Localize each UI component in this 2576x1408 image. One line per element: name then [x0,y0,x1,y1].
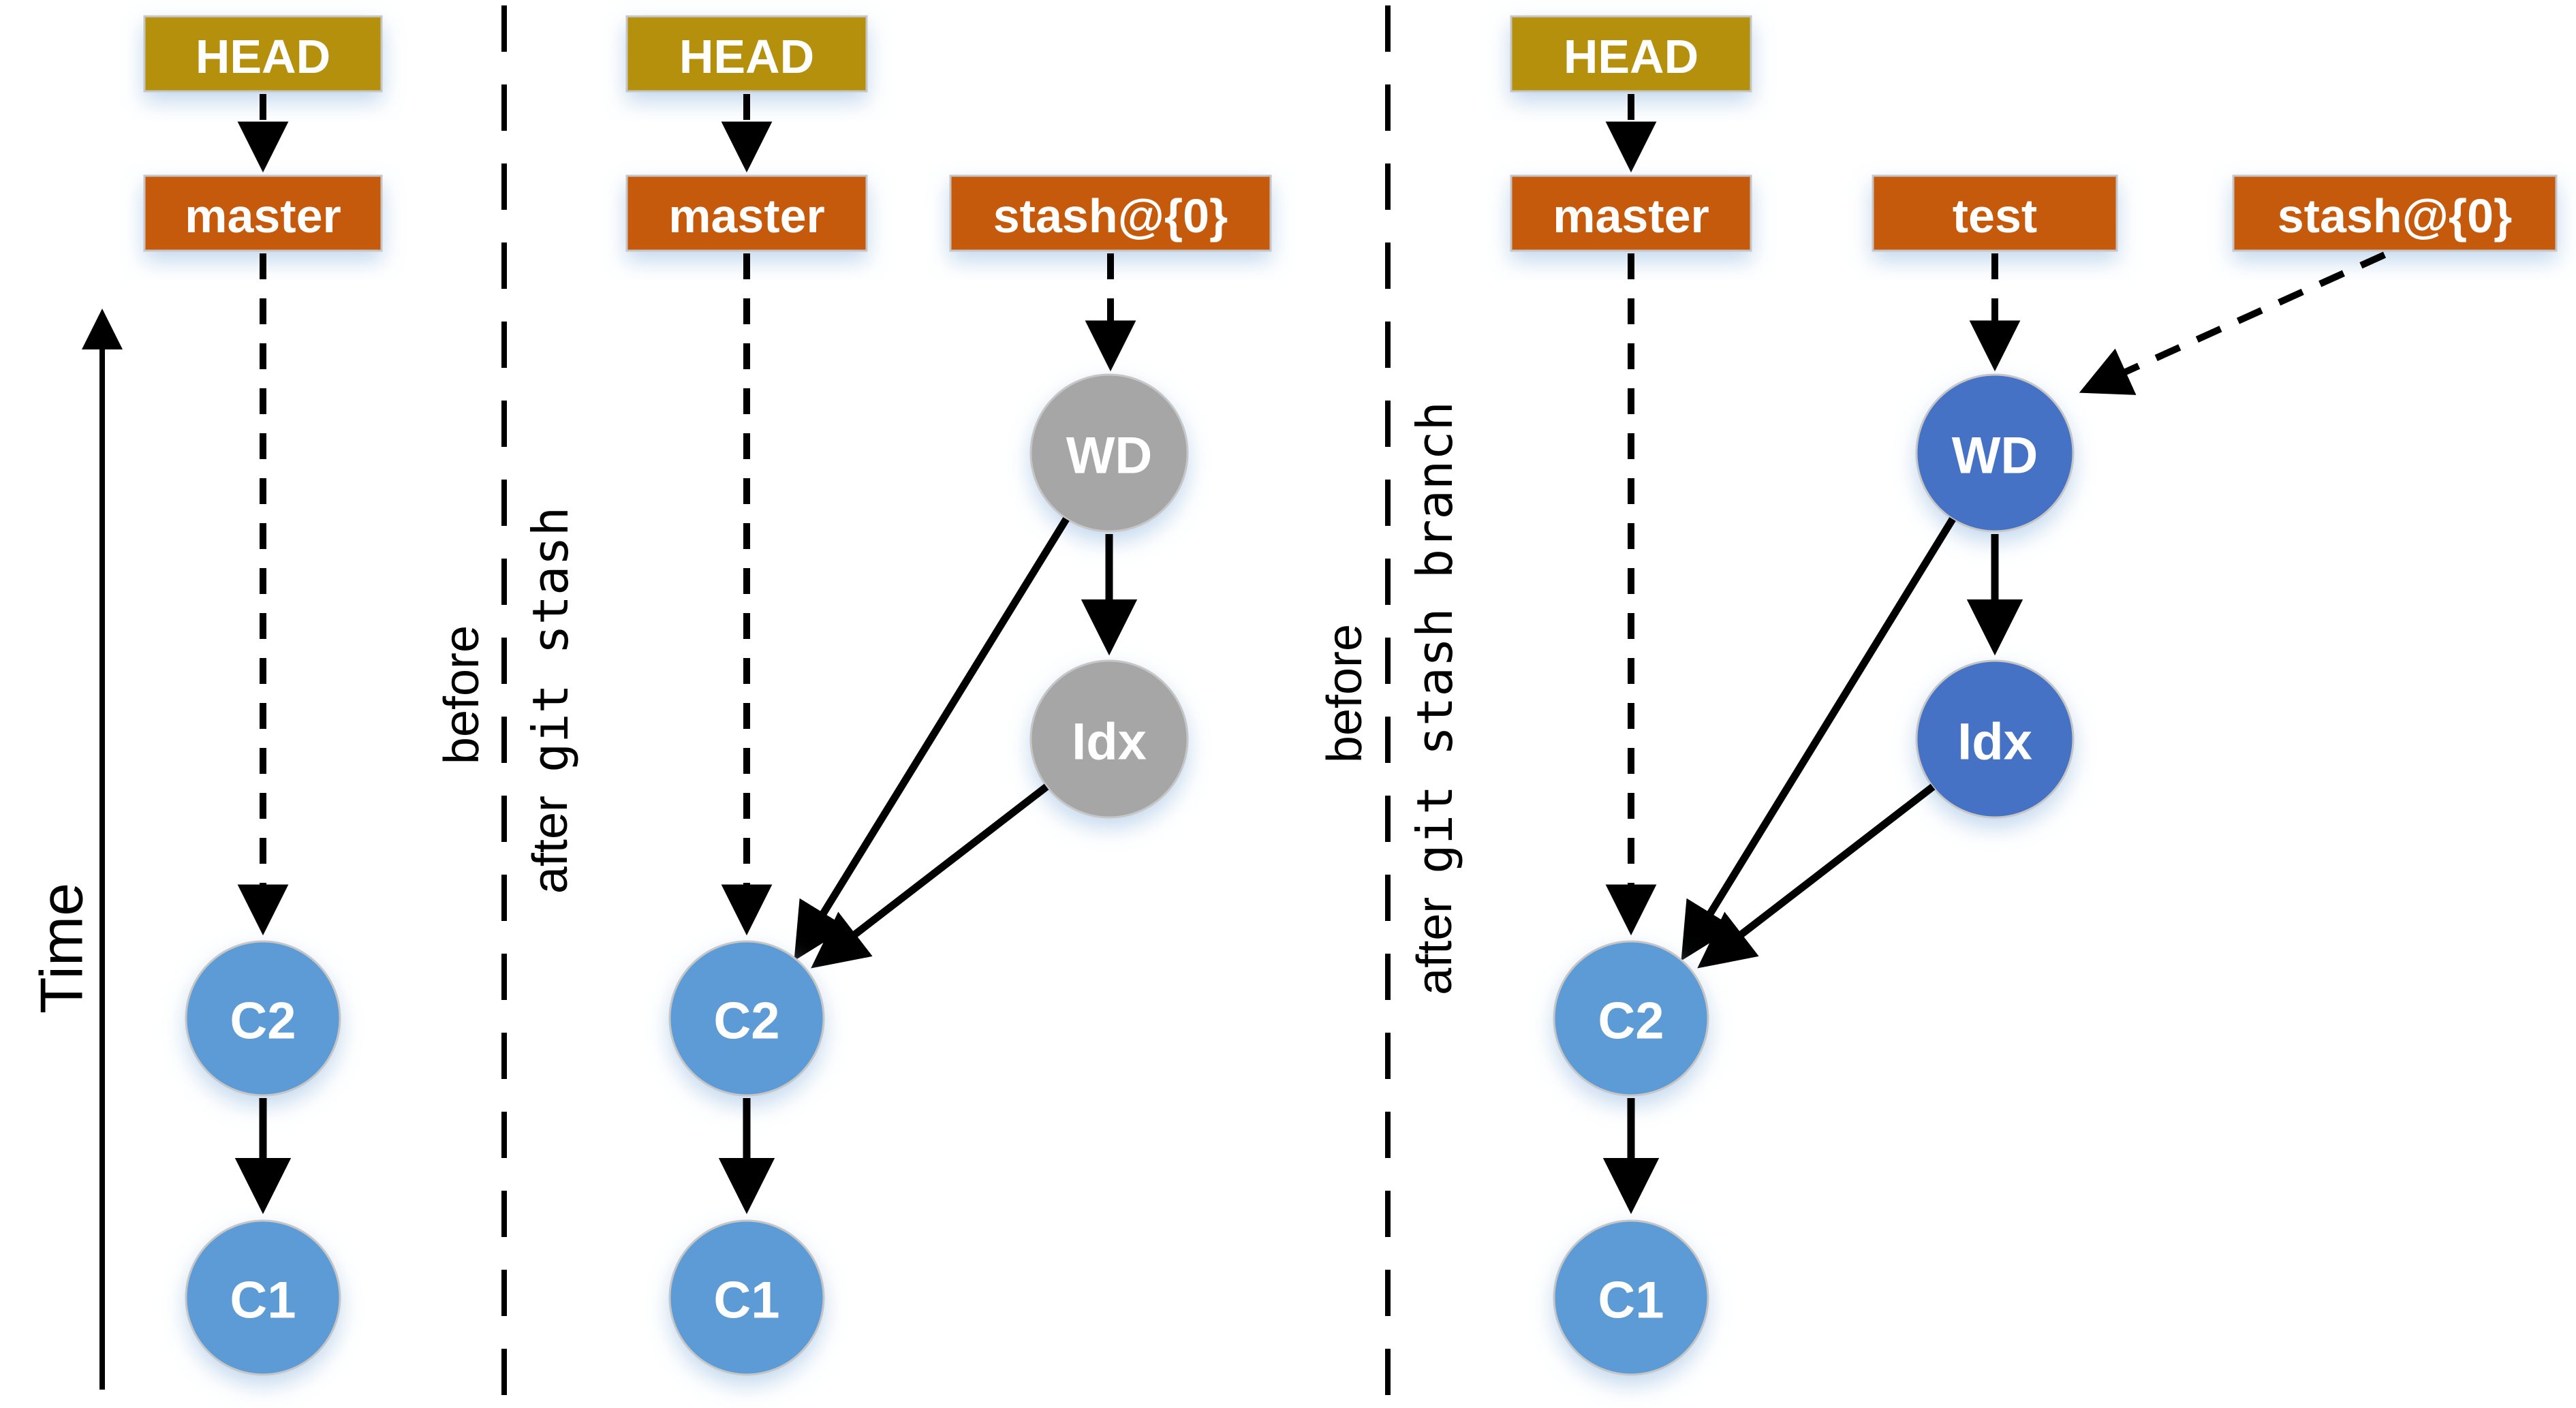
master-branch-box [1510,174,1752,252]
divider-after-label: after git stash [522,507,579,894]
working-directory-node [1915,373,2075,533]
idx-to-c2-arrow [811,783,1049,969]
index-label: Idx [1957,713,2032,771]
commit-node-c2 [668,940,825,1097]
divider-before-label: before [1318,624,1372,763]
commit-node-c1 [185,1219,341,1376]
index-node [1029,659,1189,819]
divider-before-label: before [435,625,489,764]
divider-git-stash: before after git stash [435,5,579,1408]
divider-after-word: after [523,782,578,894]
master-branch-label: master [185,189,341,243]
commit-label-c1: C1 [1598,1272,1664,1330]
commit-label-c1: C1 [713,1272,779,1330]
divider-git-stash-branch: before after git stash branch [1318,5,1463,1408]
commit-node-c1 [668,1219,825,1376]
time-axis-label: Time [28,883,95,1014]
index-label: Idx [1072,713,1147,771]
commit-node-c2 [185,940,341,1097]
master-branch-box [625,174,868,252]
panel-initial: Time HEAD master C2 C1 [28,15,383,1390]
head-label: HEAD [1564,30,1698,83]
wd-to-c2-arrow [1681,517,1956,961]
commit-label-c2: C2 [230,992,296,1050]
wd-to-c2-arrow [794,517,1070,961]
divider-after-command: git stash [522,507,579,772]
stash-ref-label: stash@{0} [993,189,1228,243]
head-label: HEAD [679,30,814,83]
head-box [143,15,383,93]
test-branch-box [1872,174,2118,252]
head-label: HEAD [196,30,330,83]
working-directory-label: WD [1952,427,2038,485]
panel-after-git-stash-branch: HEAD master test stash@{0} WD Idx C2 C1 [1510,15,2558,1376]
commit-node-c2 [1553,940,1709,1097]
stash-ref-box [949,174,1272,252]
commit-label-c1: C1 [230,1272,296,1330]
divider-after-word: after [1408,883,1462,995]
divider-after-command: git stash branch [1406,401,1463,874]
head-box [1510,15,1752,93]
master-branch-label: master [1553,189,1709,243]
idx-to-c2-arrow [1697,783,1936,969]
index-node [1915,659,2075,819]
stash-ref-box [2232,174,2558,252]
working-directory-node [1029,373,1189,533]
stash-to-wd-arrow [2079,251,2387,395]
master-branch-box [143,174,383,252]
commit-label-c2: C2 [713,992,779,1050]
commit-label-c2: C2 [1598,992,1664,1050]
test-branch-label: test [1953,189,2037,243]
master-branch-label: master [668,189,825,243]
head-box [625,15,868,93]
commit-node-c1 [1553,1219,1709,1376]
divider-after-label: after git stash branch [1406,401,1463,995]
working-directory-label: WD [1066,427,1153,485]
panel-after-git-stash: HEAD master stash@{0} WD Idx C2 C1 [625,15,1272,1376]
stash-ref-label: stash@{0} [2278,189,2513,243]
